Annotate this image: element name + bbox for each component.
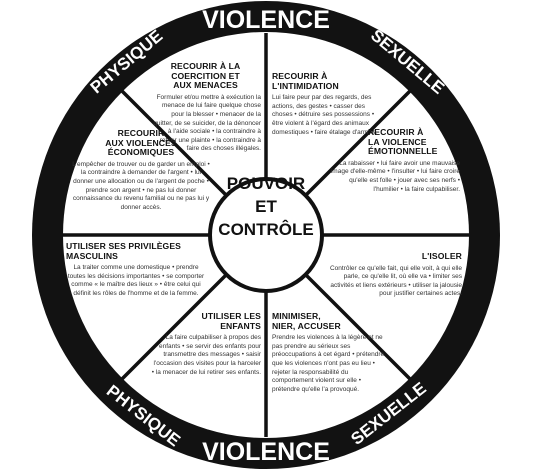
segment-children-body: La faire culpabiliser à propos des enfan… <box>151 334 261 376</box>
segment-intimidation-body: Lui faire peur par des regards, des acti… <box>272 94 378 136</box>
segment-children: UTILISER LES ENFANTS La faire culpabilis… <box>150 311 261 377</box>
segment-coercion-title: RECOURIR À LA COERCITION ET AUX MENACES <box>170 61 241 91</box>
segment-children-title: UTILISER LES ENFANTS <box>201 311 261 331</box>
segment-intimidation: RECOURIR À L'INTIMIDATION Lui faire peur… <box>272 71 378 137</box>
segment-coercion: RECOURIR À LA COERCITION ET AUX MENACES … <box>150 61 261 154</box>
ring-label-bottom: VIOLENCE <box>202 438 330 466</box>
segment-emotional: RECOURIR À LA VIOLENCE ÉMOTIONNELLE La r… <box>330 127 460 194</box>
segment-isolation-title: L'ISOLER <box>421 251 462 261</box>
ring-label-top: VIOLENCE <box>202 6 330 34</box>
center-title: POUVOIR ET CONTRÔLE <box>209 172 323 241</box>
segment-economic: RECOURIR AUX VIOLENCES ÉCONOMIQUES L'emp… <box>72 128 210 212</box>
segment-intimidation-title: RECOURIR À L'INTIMIDATION <box>272 71 339 91</box>
segment-minimize-body: Prendre les violences à la légère et ne … <box>272 334 385 393</box>
segment-isolation-body: Contrôler ce qu'elle fait, qui elle voit… <box>329 264 462 298</box>
segment-minimize-title: MINIMISER, NIER, ACCUSER <box>272 311 341 331</box>
center-line-3: CONTRÔLE <box>218 220 314 239</box>
segment-privileges-title: UTILISER SES PRIVILÈGES MASCULINS <box>66 241 181 261</box>
segment-coercion-body: Formuler et/ou mettre à exécution la men… <box>153 93 261 153</box>
segment-privileges: UTILISER SES PRIVILÈGES MASCULINS La tra… <box>66 241 206 299</box>
segment-economic-body: L'empêcher de trouver ou de garder un em… <box>72 160 210 211</box>
segment-privileges-body: La traiter comme une domestique • prendr… <box>67 264 205 297</box>
center-circle <box>208 177 324 293</box>
segment-minimize: MINIMISER, NIER, ACCUSER Prendre les vio… <box>272 311 390 394</box>
center-line-1: POUVOIR <box>226 174 306 193</box>
segment-isolation: L'ISOLER Contrôler ce qu'elle fait, qui … <box>322 251 462 299</box>
segment-economic-title: RECOURIR AUX VIOLENCES ÉCONOMIQUES <box>105 128 177 158</box>
center-line-2: ET <box>255 197 277 216</box>
segment-emotional-body: La rabaisser • lui faire avoir une mauva… <box>330 159 460 193</box>
segment-emotional-title: RECOURIR À LA VIOLENCE ÉMOTIONNELLE <box>368 127 438 157</box>
